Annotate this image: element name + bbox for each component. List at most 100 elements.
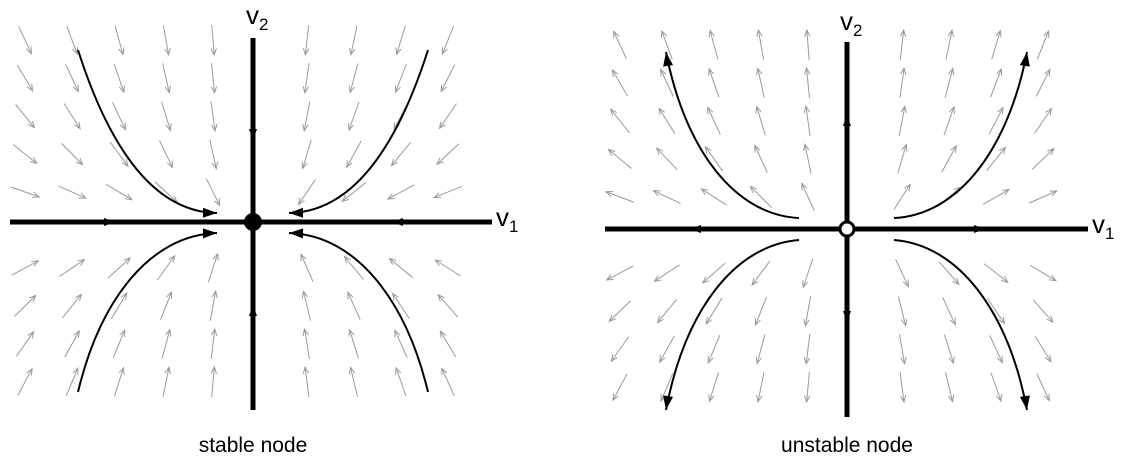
field-arrowhead [1049,190,1058,197]
field-arrow [942,297,956,325]
field-arrow [302,291,312,321]
field-arrow [1035,69,1051,97]
field-arrow [661,30,673,60]
field-arrowhead [437,293,445,302]
field-arrowhead [801,182,808,191]
field-arrowhead [613,30,620,39]
field-arrowhead [168,254,176,263]
field-arrowhead [660,68,667,77]
field-arrow [439,330,457,358]
field-arrowhead [947,29,954,38]
field-arrow [346,140,362,168]
field-arrowhead [300,253,307,262]
field-arrowhead [948,356,955,365]
field-arrowhead [756,67,763,76]
field-arrow [943,334,955,364]
field-arrowhead [28,120,36,129]
field-arrow [161,101,171,131]
field-arrow [705,297,723,325]
field-arrow [612,373,628,401]
field-arrow [436,143,460,165]
field-arrowhead [755,105,762,114]
field-arrow [58,185,86,199]
field-arrowhead [901,318,908,327]
field-arrow [899,372,905,402]
field-arrow [392,293,410,319]
field-arrowhead [343,255,351,264]
field-arrowhead [434,259,443,267]
stable-fixed-point [244,213,262,231]
field-arrow [702,262,726,284]
field-arrowhead [440,84,447,93]
trajectory-arrowhead [289,207,304,218]
field-arrow [66,25,78,55]
axis-arrowhead [974,225,985,233]
field-arrow [16,64,34,92]
field-arrowhead [441,46,448,56]
field-arrowhead [121,159,129,168]
field-arrowhead [998,146,1007,155]
field-arrow [105,183,133,201]
field-arrow [806,30,810,60]
field-arrowhead [700,188,709,195]
field-arrow [701,188,727,206]
field-arrow [1036,30,1050,60]
field-arrow [348,101,360,131]
field-arrow [654,264,680,282]
field-arrowhead [118,85,125,94]
field-arrowhead [395,47,402,56]
field-arrowhead [658,107,666,116]
field-arrowhead [803,357,811,366]
field-arrow [114,25,124,55]
field-arrow [804,296,812,326]
field-arrowhead [708,29,715,38]
axis-arrowhead [392,218,403,226]
field-arrow [205,178,221,206]
trajectory-arrowhead [289,228,304,239]
field-arrowhead [804,28,811,37]
field-arrow [944,68,954,98]
field-arrow [15,104,35,128]
field-arrow [657,299,677,323]
field-arrowhead [604,190,613,197]
field-arrowhead [995,394,1002,403]
field-arrow [304,329,310,359]
field-arrow [944,372,954,402]
field-arrowhead [75,157,84,166]
field-arrowhead [394,84,401,94]
field-arrowhead [1000,275,1009,284]
field-arrow [1029,190,1057,204]
unstable-node-caption: unstable node [781,434,913,457]
field-arrow [805,106,811,136]
field-arrow [943,106,955,136]
field-arrowhead [652,190,661,197]
field-arrowhead [395,366,402,375]
field-arrow [1029,264,1057,282]
field-arrowhead [950,144,957,153]
field-arrowhead [751,278,759,287]
field-arrow [65,367,79,397]
field-arrow [17,368,33,396]
field-arrow [708,68,720,98]
field-arrow [660,373,674,401]
field-arrowhead [756,28,763,38]
field-arrowhead [119,328,126,338]
field-arrow [298,179,316,205]
field-arrowhead [756,394,763,403]
field-arrowhead [32,191,41,198]
field-arrowhead [995,29,1002,38]
trajectory [77,49,218,214]
field-arrow [612,69,628,97]
field-arrow [660,69,674,97]
field-arrow [347,292,361,320]
field-arrow [757,68,765,98]
field-arrow [395,367,407,397]
field-arrowhead [948,67,955,76]
field-arrowhead [949,317,956,326]
field-arrow [441,25,455,55]
field-arrowhead [708,67,715,76]
field-arrowhead [901,143,908,152]
field-arrowhead [436,157,444,166]
field-arrow [704,146,724,172]
field-arrow [608,300,632,322]
